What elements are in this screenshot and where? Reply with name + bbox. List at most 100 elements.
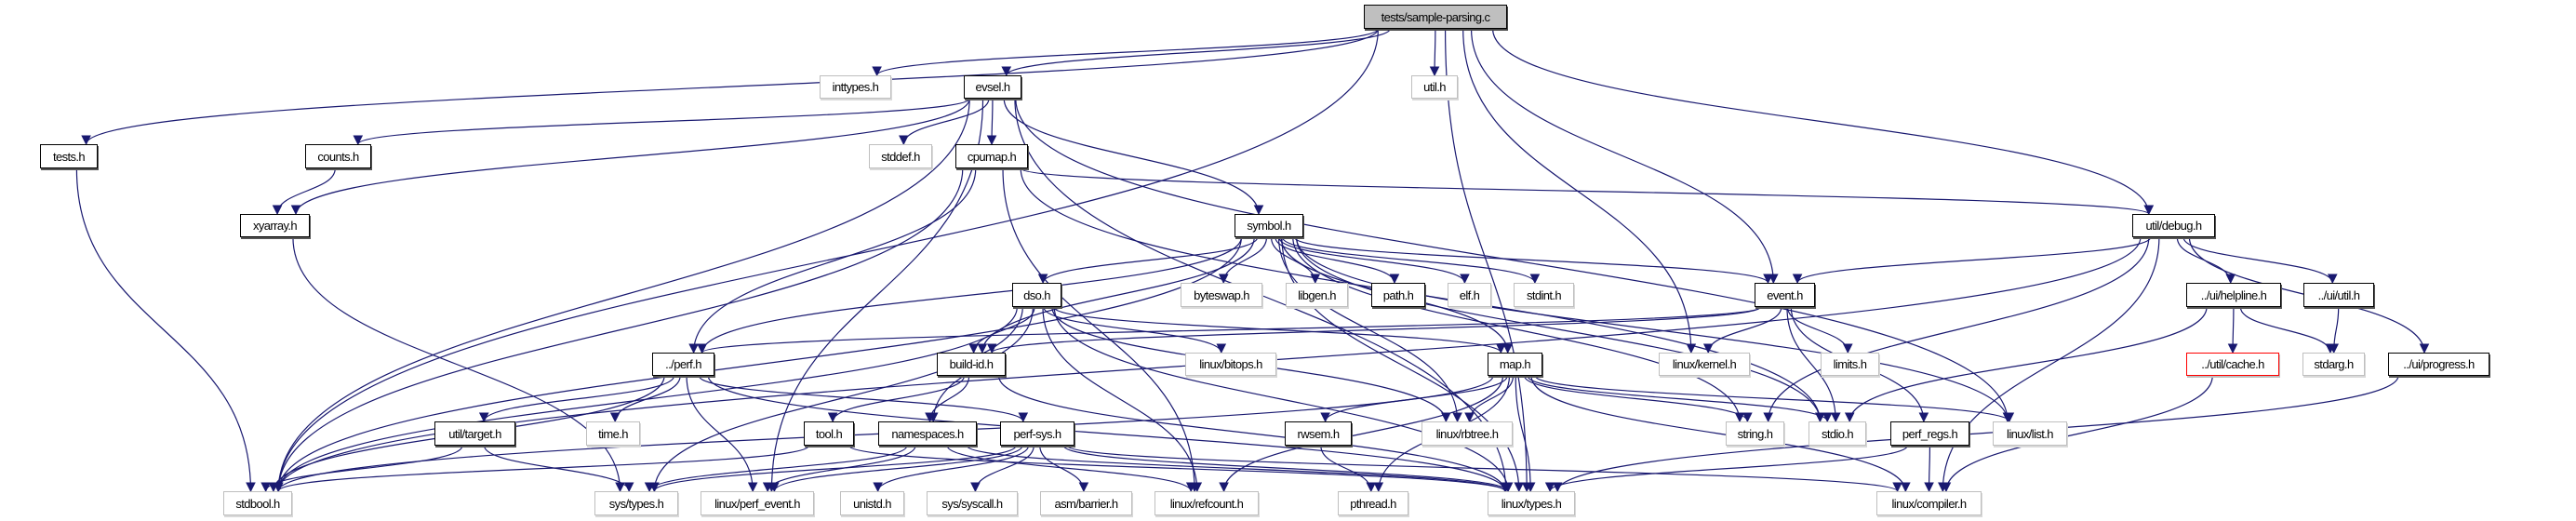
node-rwsem[interactable]: rwsem.h	[1285, 421, 1352, 446]
edge-event-to-limits	[1786, 306, 1853, 354]
edge-perfsys-to-unistd	[873, 445, 1030, 493]
node-cache[interactable]: ../util/cache.h	[2186, 353, 2279, 376]
node-perfsys[interactable]: perf-sys.h	[1000, 421, 1074, 446]
edge-evsel-to-perfevent	[767, 98, 984, 493]
node-stddef[interactable]: stddef.h	[869, 144, 932, 168]
edge-symbol-to-event	[1293, 236, 1773, 285]
node-util[interactable]: util.h	[1411, 75, 1458, 99]
edge-symbol-to-libgen	[1270, 236, 1321, 285]
edge-helpline-to-stdarg	[2239, 306, 2336, 354]
node-byteswap[interactable]: byteswap.h	[1181, 283, 1262, 307]
node-inttypes[interactable]: inttypes.h	[820, 75, 891, 99]
node-bitops[interactable]: linux/bitops.h	[1185, 353, 1276, 376]
edge-counts-to-xyarray	[272, 167, 336, 216]
node-compiler[interactable]: linux/compiler.h	[1876, 491, 1982, 515]
edge-root-to-types	[1444, 28, 1532, 493]
edge-symbol-to-rbtree	[1277, 236, 1462, 423]
node-string[interactable]: string.h	[1726, 421, 1784, 446]
edge-dso-to-bitops	[1043, 306, 1227, 354]
edge-symbol-to-byteswap	[1218, 236, 1268, 285]
edge-helpline-to-stdio	[1844, 306, 2208, 423]
edge-evsel-to-counts	[353, 98, 970, 146]
node-buildid[interactable]: build-id.h	[937, 353, 1006, 376]
edge-buildid-to-types	[998, 375, 1511, 493]
node-cpumap[interactable]: cpumap.h	[955, 144, 1028, 168]
node-counts[interactable]: counts.h	[305, 144, 371, 168]
edge-perfregs-to-compiler	[1924, 445, 1934, 493]
edge-perf-to-perfsys	[698, 375, 1029, 423]
node-path[interactable]: path.h	[1371, 283, 1425, 307]
edge-cache-to-compiler	[1941, 375, 2213, 493]
node-kernel[interactable]: linux/kernel.h	[1659, 353, 1750, 376]
node-syscall[interactable]: sys/syscall.h	[927, 491, 1018, 515]
node-progress[interactable]: ../ui/progress.h	[2388, 353, 2489, 376]
edge-perfsys-to-perfevent	[769, 445, 1023, 493]
node-types[interactable]: linux/types.h	[1488, 491, 1575, 515]
node-refcount[interactable]: linux/refcount.h	[1155, 491, 1259, 515]
node-namespaces[interactable]: namespaces.h	[878, 421, 977, 446]
node-tests[interactable]: tests.h	[40, 144, 98, 168]
edge-evsel-to-xyarray	[290, 98, 970, 216]
node-list[interactable]: linux/list.h	[1993, 421, 2067, 446]
node-barrier[interactable]: asm/barrier.h	[1040, 491, 1132, 515]
node-target[interactable]: util/target.h	[434, 421, 515, 446]
edge-evsel-to-symbol	[1003, 98, 1264, 216]
node-symbol[interactable]: symbol.h	[1235, 214, 1303, 237]
node-perf[interactable]: ../perf.h	[652, 353, 714, 376]
edge-symbol-to-dso	[1037, 236, 1259, 285]
edge-symbol-to-path	[1275, 236, 1400, 285]
node-stdarg[interactable]: stdarg.h	[2302, 353, 2365, 376]
edge-debug-to-uiutil	[2182, 236, 2338, 285]
edge-cpumap-to-stdbool	[273, 167, 964, 493]
edge-map-to-compiler	[1530, 375, 1911, 493]
edge-cpumap-to-refcount	[1002, 167, 1200, 493]
edge-root-to-stdbool	[273, 28, 1379, 493]
node-root[interactable]: tests/sample-parsing.c	[1364, 5, 1507, 29]
edge-dso-to-buildid	[968, 306, 1035, 354]
edge-symbol-to-list	[1296, 236, 2013, 423]
edge-helpline-to-cache	[2227, 306, 2238, 354]
node-unistd[interactable]: unistd.h	[840, 491, 904, 515]
edge-map-to-types	[1515, 375, 1536, 493]
node-perfregs[interactable]: perf_regs.h	[1890, 421, 1969, 446]
edge-symbol-to-elf	[1278, 236, 1470, 285]
node-xyarray[interactable]: xyarray.h	[240, 214, 310, 237]
node-map[interactable]: map.h	[1488, 353, 1542, 376]
edge-perfsys-to-systypes	[649, 445, 1017, 493]
node-limits[interactable]: limits.h	[1821, 353, 1879, 376]
edge-debug-to-compiler	[1937, 236, 2160, 493]
node-rbtree[interactable]: linux/rbtree.h	[1421, 421, 1513, 446]
node-libgen[interactable]: libgen.h	[1286, 283, 1348, 307]
edge-symbol-to-string	[1292, 236, 1745, 423]
edge-perfsys-to-barrier	[1039, 445, 1089, 493]
edge-perf-to-time	[609, 375, 681, 423]
edge-perfregs-to-types	[1544, 445, 1908, 493]
edge-root-to-inttypes	[872, 28, 1379, 77]
node-event[interactable]: event.h	[1755, 283, 1815, 307]
edge-evsel-to-list	[1015, 98, 2013, 423]
node-stdio[interactable]: stdio.h	[1809, 421, 1866, 446]
node-time[interactable]: time.h	[586, 421, 640, 446]
node-stdbool[interactable]: stdbool.h	[223, 491, 292, 515]
node-helpline[interactable]: ../ui/helpline.h	[2186, 283, 2281, 307]
node-uiutil[interactable]: ../ui/util.h	[2303, 283, 2374, 307]
node-perfevent[interactable]: linux/perf_event.h	[701, 491, 814, 515]
node-systypes[interactable]: sys/types.h	[594, 491, 678, 515]
node-tool[interactable]: tool.h	[804, 421, 854, 446]
node-stdint[interactable]: stdint.h	[1514, 283, 1574, 307]
edge-dso-to-systypes	[649, 306, 1023, 493]
node-elf[interactable]: elf.h	[1448, 283, 1491, 307]
node-evsel[interactable]: evsel.h	[964, 75, 1021, 99]
edge-perf-to-perfevent	[686, 375, 758, 493]
edge-root-to-event	[1470, 28, 1779, 285]
edge-map-to-list	[1534, 375, 2015, 423]
edge-tool-to-types	[848, 445, 1510, 493]
edge-evsel-to-stdbool	[273, 98, 970, 493]
edge-perfsys-to-syscall	[970, 445, 1034, 493]
node-pthread[interactable]: pthread.h	[1338, 491, 1408, 515]
node-debug[interactable]: util/debug.h	[2132, 214, 2215, 237]
edge-perfsys-to-types	[1062, 445, 1514, 493]
edge-root-to-evsel	[1001, 28, 1391, 77]
edge-event-to-perf	[697, 306, 1762, 354]
node-dso[interactable]: dso.h	[1012, 283, 1061, 307]
